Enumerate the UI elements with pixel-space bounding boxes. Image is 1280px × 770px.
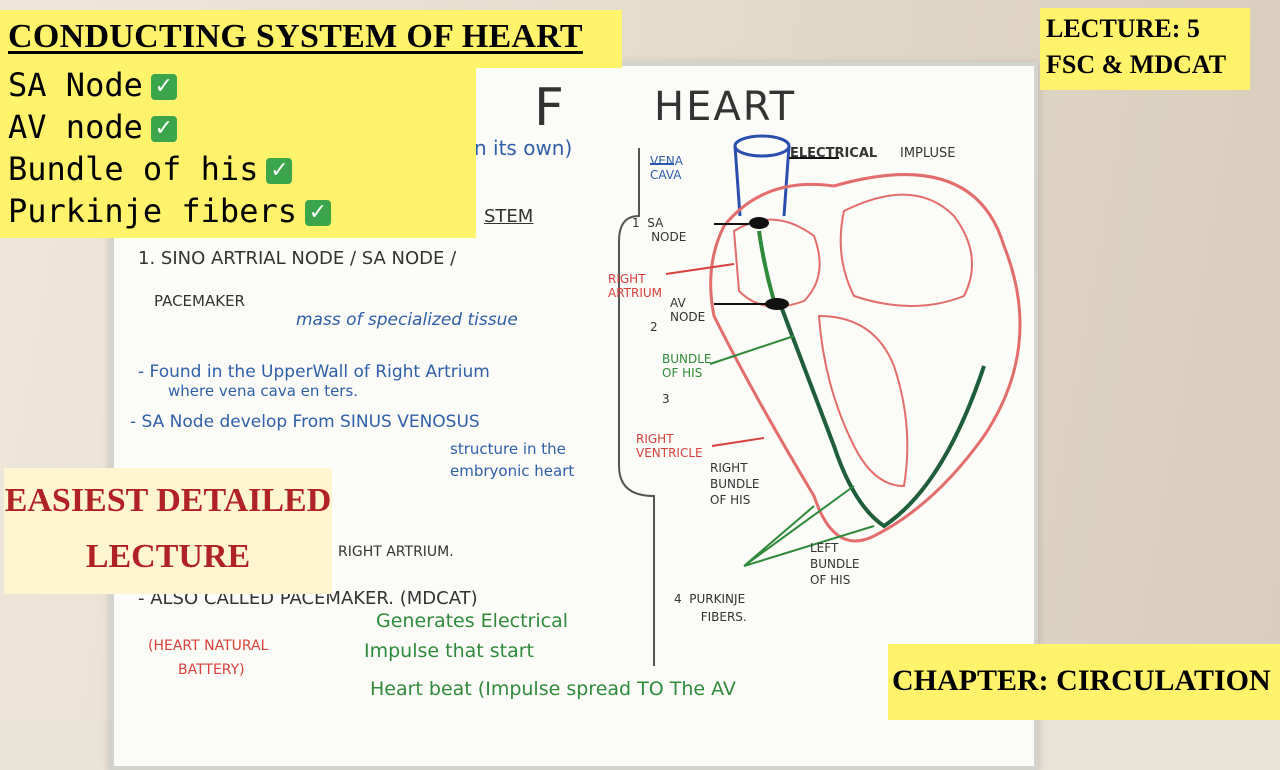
purkinje-line-2: FIBERS. — [700, 610, 747, 624]
sa-node-line-2: NODE — [651, 230, 687, 244]
right-atrium-line: RIGHT ARTRIUM. — [338, 544, 454, 560]
bundle-arrow — [709, 335, 795, 365]
vena-cava-label: VENA CAVA — [650, 154, 683, 182]
heart-outline — [709, 173, 1022, 543]
check-icon: ✓ — [150, 116, 177, 142]
vena-cava-line-1: VENA — [650, 154, 683, 168]
structure-line-1: structure in the — [450, 440, 566, 458]
sa-node-line-1: SA — [647, 216, 664, 230]
av-node-dot — [765, 298, 789, 310]
promo-line-2: LECTURE — [85, 538, 251, 575]
topic-checklist: SA Node ✓ AV node ✓ Bundle of his ✓ Purkinj… — [0, 62, 476, 238]
bundle-his-line-2: OF HIS — [662, 366, 703, 380]
lecture-course: FSC & MDCAT — [1046, 50, 1227, 79]
sa-node-dot — [749, 217, 769, 229]
left-bundle-line-1: LEFT — [810, 541, 839, 555]
right-ventricle-label: RIGHT VENTRICLE — [636, 432, 703, 460]
purkinje-line-1: PURKINJE — [689, 592, 746, 606]
right-bundle-line-3: OF HIS — [710, 493, 751, 507]
heart-beat-line: Heart beat (Impulse spread TO The AV — [370, 678, 736, 700]
checklist-item: Bundle of his ✓ — [8, 150, 293, 188]
number-1: 1 — [632, 216, 640, 230]
promo-banner: EASIEST DETAILED LECTURE — [4, 468, 332, 594]
vena-cava-walls — [733, 145, 791, 217]
checklist-item-label: AV node — [8, 108, 143, 146]
internodal-fibers — [757, 230, 776, 302]
heart-diagram — [618, 134, 1022, 666]
promo-line-1: EASIEST DETAILED — [4, 482, 332, 519]
battery-line-1: (HEART NATURAL — [148, 638, 269, 654]
checklist-item-label: Purkinje fibers — [8, 192, 297, 230]
mass-tissue: mass of specialized tissue — [296, 310, 518, 330]
page-title: CONDUCTING SYSTEM OF HEART — [8, 18, 583, 55]
generates-line: Generates Electrical — [376, 610, 569, 632]
lecture-badge: LECTURE: 5 FSC & MDCAT — [1040, 8, 1250, 90]
heading-heart: HEART — [654, 84, 797, 130]
left-bundle-line-3: OF HIS — [810, 573, 851, 587]
vena-cava-top — [733, 134, 791, 158]
develop-line: - SA Node develop From SINUS VENOSUS — [130, 412, 480, 432]
right-bundle-line-2: BUNDLE — [710, 477, 760, 491]
chapter-badge: CHAPTER: CIRCULATION — [888, 644, 1280, 720]
rv-arrow — [711, 437, 765, 447]
heading-sub: n its own) — [474, 136, 573, 160]
vena-cava-line-2: CAVA — [650, 168, 682, 182]
found-line-2: where vena cava en ters. — [168, 382, 359, 400]
right-bundle-label: RIGHT BUNDLE OF HIS — [710, 460, 760, 508]
chapter-label: CHAPTER: CIRCULATION — [892, 664, 1271, 697]
check-icon: ✓ — [304, 200, 331, 226]
lecture-number: LECTURE: 5 — [1046, 14, 1200, 43]
number-3: 3 — [662, 392, 670, 406]
left-atrium-chamber — [839, 193, 973, 307]
checklist-item: SA Node ✓ — [8, 66, 177, 104]
divider-line — [618, 148, 655, 666]
structure-line-2: embryonic heart — [450, 462, 575, 480]
right-atrium-chamber — [732, 218, 821, 308]
title-banner: CONDUCTING SYSTEM OF HEART — [0, 10, 622, 68]
left-bundle-line-2: BUNDLE — [810, 557, 860, 571]
impulse-start-line: Impulse that start — [364, 640, 534, 662]
found-line-1: - Found in the UpperWall of Right Artriu… — [138, 362, 490, 382]
ra-arrow — [665, 263, 735, 275]
point-1: 1. SINO ARTRIAL NODE / SA NODE / — [138, 248, 457, 269]
bundle-branches — [777, 300, 986, 529]
pacemaker-label: PACEMAKER — [154, 292, 245, 310]
system-fragment: STEM — [484, 206, 534, 227]
checklist-item-label: SA Node — [8, 66, 143, 104]
number-4: 4 — [674, 592, 682, 606]
checklist-item-label: Bundle of his — [8, 150, 259, 188]
battery-line-2: BATTERY) — [178, 662, 245, 678]
left-bundle-label: LEFT BUNDLE OF HIS — [810, 540, 860, 588]
checklist-item: AV node ✓ — [8, 108, 177, 146]
av-node-line-1: AV — [670, 296, 686, 310]
av-node-line-2: NODE — [670, 310, 706, 324]
check-icon: ✓ — [150, 74, 177, 100]
sa-node-label: 1 SA NODE — [632, 216, 686, 244]
electrical-label-a: ELECTRICAL — [790, 146, 878, 161]
bundle-his-line-1: BUNDLE — [662, 352, 712, 366]
av-node-label: AV NODE — [670, 296, 705, 324]
right-bundle-line-1: RIGHT — [710, 461, 748, 475]
checklist-item: Purkinje fibers ✓ — [8, 192, 331, 230]
bundle-his-label: BUNDLE OF HIS — [662, 352, 712, 380]
right-atrium-line-1: RIGHT — [608, 272, 646, 286]
ventricle-chamber — [817, 314, 909, 488]
right-ventricle-line-2: VENTRICLE — [636, 446, 703, 460]
electrical-label-b: IMPLUSE — [900, 146, 956, 161]
right-ventricle-line-1: RIGHT — [636, 432, 674, 446]
purkinje-label: 4 PURKINJE FIBERS. — [674, 590, 747, 626]
purkinje-arrows — [743, 485, 875, 567]
right-atrium-line-2: ARTRIUM — [608, 286, 663, 300]
right-atrium-label: RIGHT ARTRIUM — [608, 272, 662, 300]
check-icon: ✓ — [266, 158, 293, 184]
heading-fragment-of: F — [534, 78, 564, 138]
number-2: 2 — [650, 320, 658, 334]
